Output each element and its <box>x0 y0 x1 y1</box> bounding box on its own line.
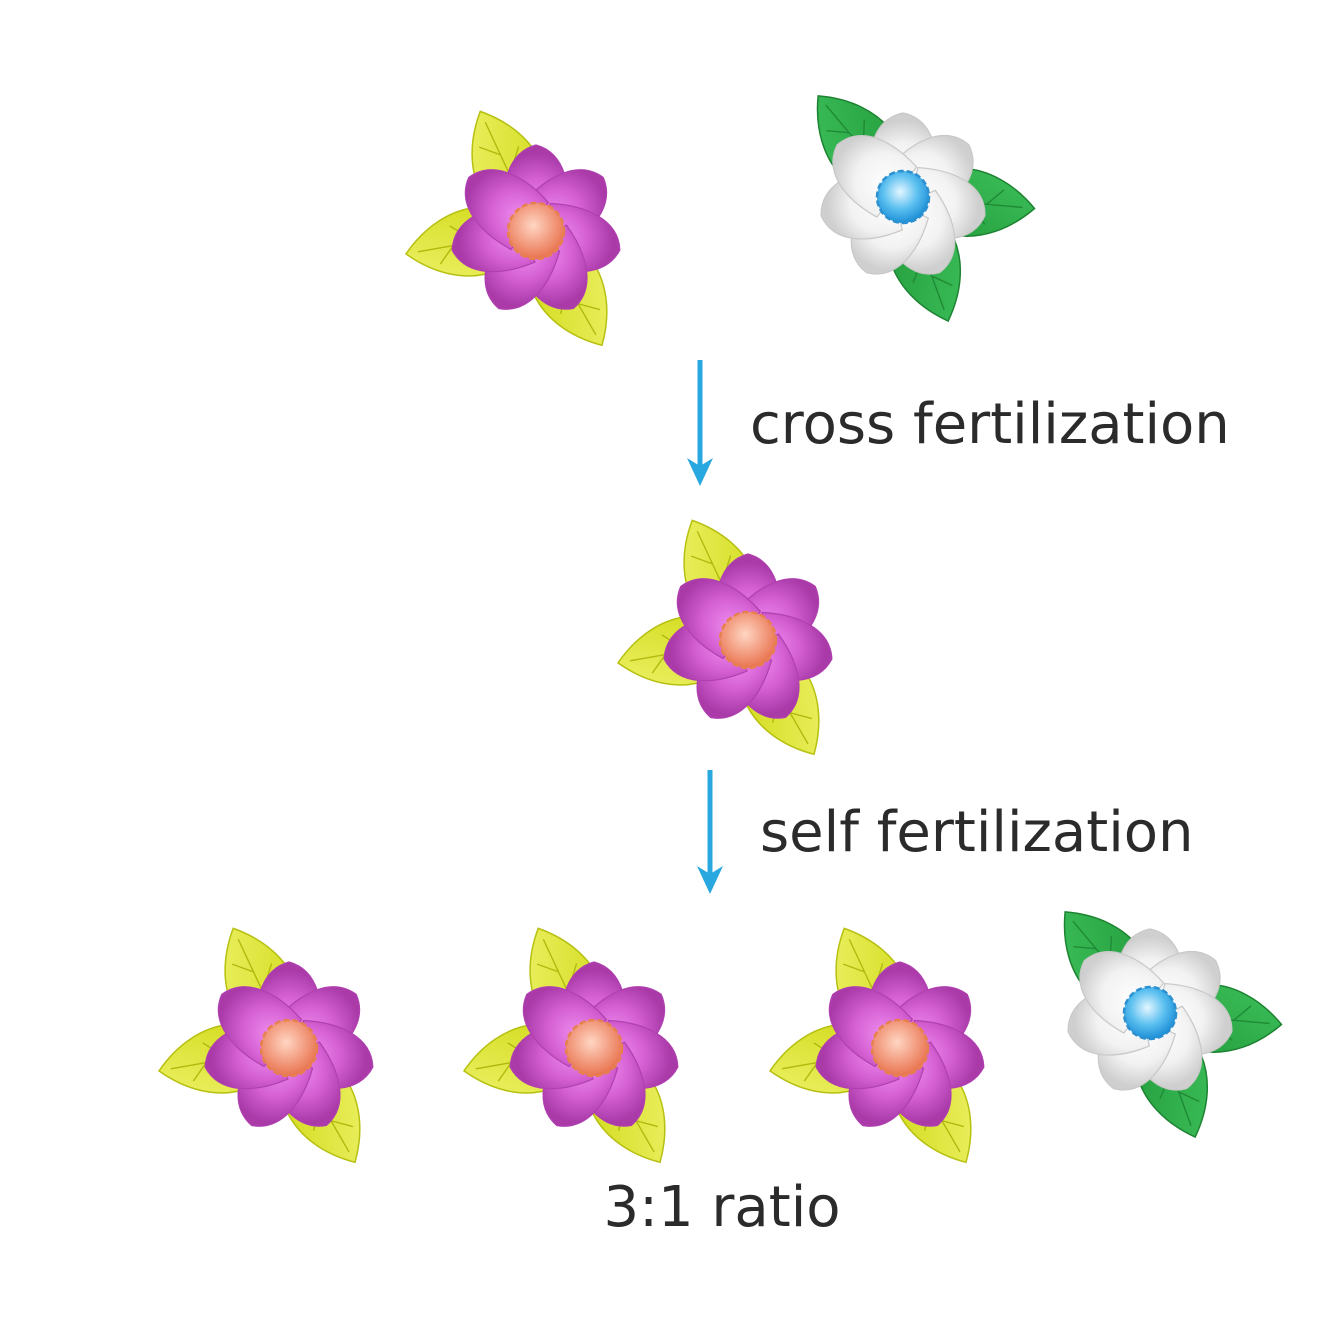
self-fertilization-label: self fertilization <box>760 800 1194 865</box>
cross-fertilization-label: cross fertilization <box>750 392 1230 457</box>
cross-fertilization-arrow-icon <box>687 360 713 486</box>
f2-purple-flower-icon-2 <box>458 914 689 1179</box>
f2-purple-flower-icon-3 <box>764 914 995 1179</box>
self-fertilization-arrow-icon <box>697 770 723 894</box>
parent-purple-flower-icon <box>400 97 631 362</box>
parent-white-flower-icon <box>792 74 1037 332</box>
ratio-label: 3:1 ratio <box>603 1175 840 1240</box>
f2-purple-flower-icon-1 <box>153 914 384 1179</box>
f2-white-flower-icon <box>1039 890 1284 1148</box>
f1-purple-flower-icon <box>612 506 843 771</box>
